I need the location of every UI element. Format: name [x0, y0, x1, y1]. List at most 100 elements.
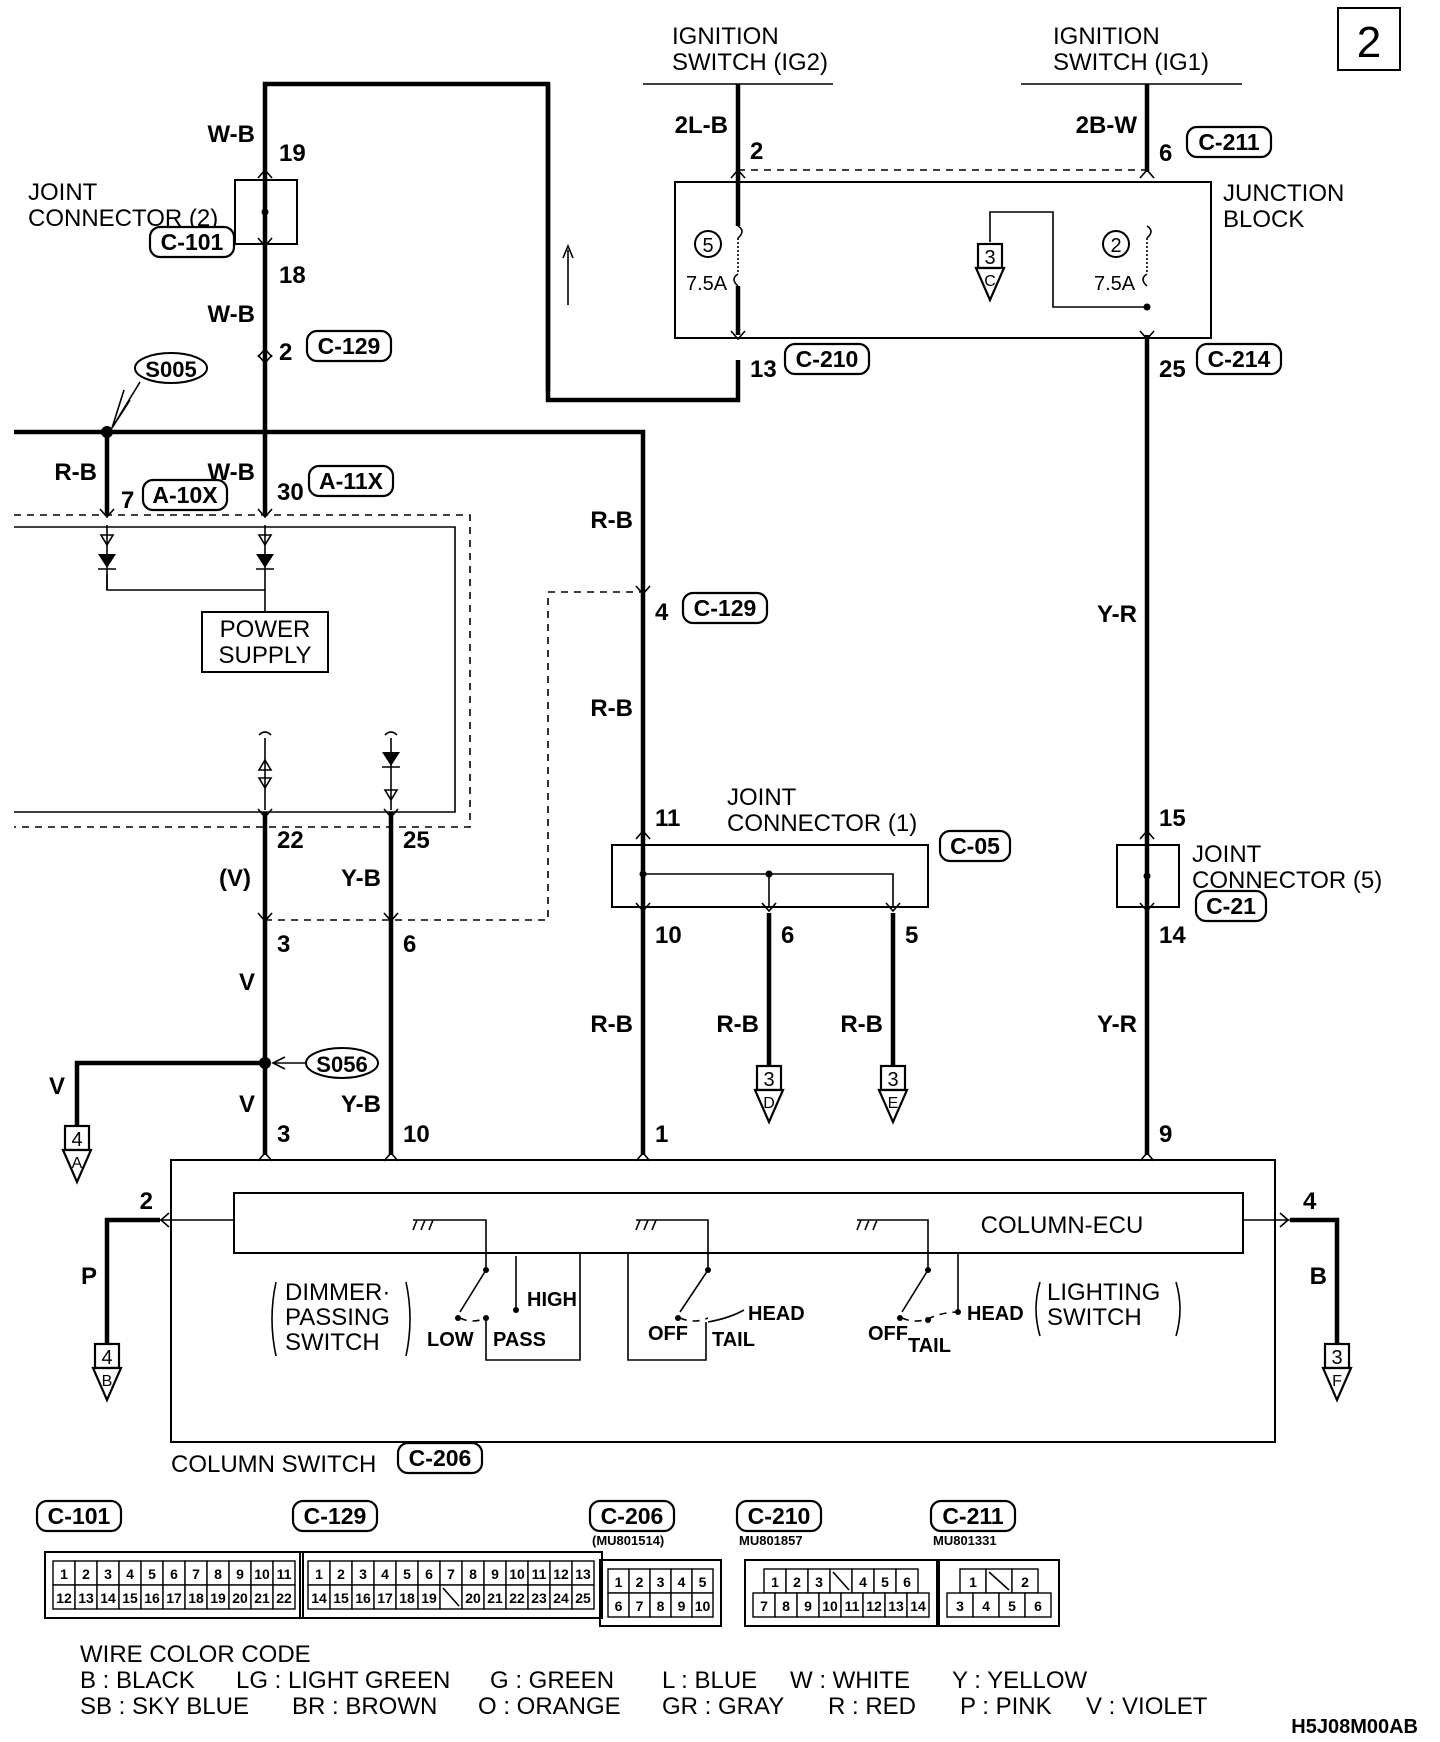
pins-p14: 14 — [1159, 922, 1186, 949]
offpage-page: 4 — [101, 1347, 112, 1369]
connector-tag-c129b: C-129 — [694, 595, 757, 621]
pins-p30: 30 — [277, 479, 304, 506]
tag-c101-box — [148, 225, 236, 259]
connector-pin: 9 — [804, 1598, 812, 1614]
connector-pin: 8 — [214, 1566, 222, 1582]
connector-pin: 1 — [615, 1574, 623, 1590]
connector-pin: 2 — [636, 1574, 644, 1590]
connector-pin: 6 — [1034, 1598, 1042, 1614]
offpage-ref-3d[interactable]: 3D — [753, 1064, 785, 1125]
connector-pin: 22 — [509, 1590, 525, 1606]
connector-pin: 13 — [575, 1566, 591, 1582]
connector-pin: 14 — [100, 1590, 116, 1606]
connector-pin: 17 — [377, 1590, 393, 1606]
offpage-ref-3f[interactable]: 3F — [1321, 1342, 1353, 1403]
pins-p7: 7 — [121, 487, 134, 514]
wire-labels-rb-5: R-B — [840, 1011, 883, 1038]
connector-pin: 9 — [236, 1566, 244, 1582]
connector-view-part: MU801857 — [739, 1533, 803, 1548]
pins-p18: 18 — [279, 262, 306, 289]
wire-color-entry: V : VIOLET — [1086, 1693, 1208, 1720]
offpage-ref-4a[interactable]: 4A — [61, 1124, 93, 1185]
connector-pin: 6 — [425, 1566, 433, 1582]
connector-pin: 7 — [447, 1566, 455, 1582]
wire-color-entry: Y : YELLOW — [952, 1667, 1088, 1694]
connector-pin: 13 — [78, 1590, 94, 1606]
pins-p3a: 3 — [277, 931, 290, 958]
offpage-letter: B — [102, 1373, 113, 1390]
offpage-ref-3e[interactable]: 3E — [877, 1064, 909, 1125]
pins-p13: 13 — [750, 356, 777, 383]
connector-pin: 4 — [982, 1598, 990, 1614]
connector-tag-c101: C-101 — [161, 229, 224, 255]
switch-pos-pass: PASS — [493, 1329, 546, 1351]
wire-color-entry: G : GREEN — [490, 1667, 614, 1694]
switch-pos-tail-1: TAIL — [712, 1329, 755, 1351]
wire-color-entry: BR : BROWN — [292, 1693, 437, 1720]
offpage-letter: C — [984, 273, 996, 290]
connector-pin: 11 — [845, 1598, 860, 1614]
connector-view-id: C-210 — [748, 1503, 811, 1529]
wire-labels-rb-2: R-B — [590, 695, 633, 722]
offpage-page: 3 — [887, 1069, 898, 1091]
tag-c210-box — [783, 342, 871, 376]
tag-c129b-box — [681, 591, 769, 625]
connector-pin: 3 — [104, 1566, 112, 1582]
wire-labels-b: B — [1310, 1263, 1327, 1290]
connector-pin: 2 — [337, 1566, 345, 1582]
wire-color-code-title: WIRE COLOR CODE — [80, 1641, 311, 1668]
wire-labels-yb-1: Y-B — [341, 865, 381, 892]
connector-pin: 10 — [509, 1566, 525, 1582]
connector-pin: 21 — [254, 1590, 270, 1606]
module-box — [14, 526, 456, 813]
wire-color-entry: GR : GRAY — [662, 1693, 784, 1720]
pins-p2c: 2 — [140, 1188, 153, 1215]
offpage-letter: A — [72, 1155, 83, 1172]
pins-p10b: 10 — [403, 1121, 430, 1148]
connector-pin: 8 — [469, 1566, 477, 1582]
tag-c214-box — [1195, 342, 1283, 376]
connector-pin: 4 — [126, 1566, 134, 1582]
pins-p22: 22 — [277, 827, 304, 854]
offpage-page: 3 — [1331, 1347, 1342, 1369]
connector-pin: 1 — [315, 1566, 323, 1582]
connector-pin: 6 — [615, 1598, 623, 1614]
page-number: 2 — [1357, 18, 1381, 67]
connector-pin: 24 — [553, 1590, 569, 1606]
tag-a11x-box — [307, 464, 395, 498]
junction-block-box — [674, 181, 1212, 339]
connector-tag-a10x: A-10X — [152, 482, 218, 508]
offpage-letter: D — [763, 1095, 775, 1112]
connector-pin: 1 — [60, 1566, 68, 1582]
connector-pin: 4 — [859, 1574, 867, 1590]
connector-pin: 14 — [311, 1590, 327, 1606]
offpage-page: 4 — [71, 1129, 82, 1151]
connector-pin: 5 — [1008, 1598, 1016, 1614]
connector-pin: 13 — [888, 1598, 904, 1614]
wire-color-entry: L : BLUE — [662, 1667, 757, 1694]
connector-pin: 15 — [122, 1590, 138, 1606]
wire-color-entry: SB : SKY BLUE — [80, 1693, 249, 1720]
connector-view-id: C-101 — [48, 1503, 111, 1529]
wire-v-branch — [74, 1060, 265, 1125]
pins-p19: 19 — [279, 140, 306, 167]
wire-labels-rb-s005: R-B — [54, 459, 97, 486]
switch-pos-head-1: HEAD — [748, 1303, 805, 1325]
connector-tag-c214: C-214 — [1208, 346, 1271, 372]
tag-c05-box — [938, 829, 1012, 863]
pins-p2a: 2 — [279, 339, 292, 366]
pins-p25a: 25 — [1159, 356, 1186, 383]
splice-s056: S056 — [316, 1052, 367, 1077]
column-ecu-label: COLUMN-ECU — [981, 1212, 1144, 1239]
tag-a10x-box — [141, 478, 229, 512]
wire-b — [1290, 1217, 1340, 1343]
connector-tag-c21: C-21 — [1206, 893, 1256, 919]
offpage-ref-3c[interactable]: 3C — [974, 242, 1006, 303]
connector-pin: 4 — [381, 1566, 389, 1582]
connector-view-id: C-206 — [601, 1503, 664, 1529]
offpage-ref-4b[interactable]: 4B — [91, 1342, 123, 1403]
